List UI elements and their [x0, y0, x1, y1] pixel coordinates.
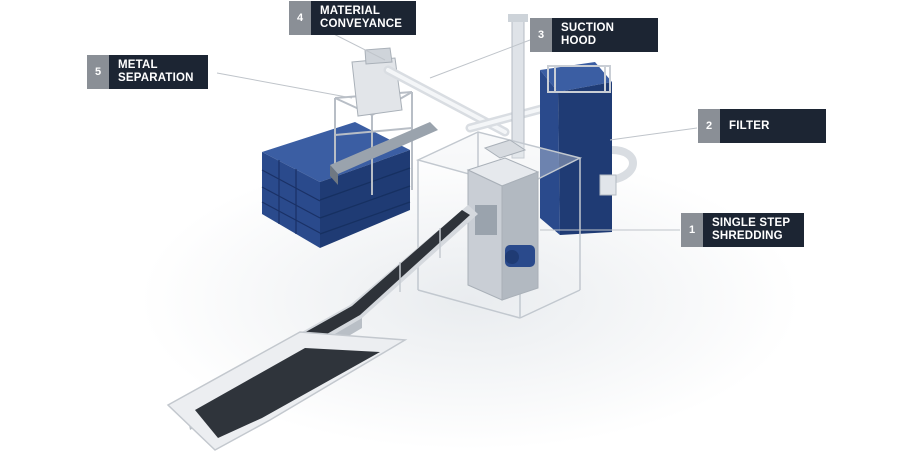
callout-label-line1: SINGLE STEP: [712, 217, 791, 229]
callout-label-line2: SEPARATION: [118, 72, 194, 84]
callout-metal-separation: 5 METAL SEPARATION: [87, 55, 208, 89]
callout-label: MATERIAL CONVEYANCE: [311, 1, 417, 35]
filter-unit: [540, 62, 637, 235]
callout-number: 5: [87, 55, 109, 89]
callout-label: FILTER: [720, 109, 826, 143]
leader-lines: [216, 21, 698, 231]
callout-suction-hood: 3 SUCTION HOOD: [530, 18, 659, 52]
callout-label-line1: MATERIAL: [320, 5, 381, 17]
callout-label-line2: CONVEYANCE: [320, 18, 403, 30]
callout-label-line2: SHREDDING: [712, 230, 783, 242]
callout-label-line1: METAL: [118, 59, 158, 71]
callout-single-step-shredding: 1 SINGLE STEP SHREDDING: [681, 213, 805, 247]
callout-label: SUCTION HOOD: [552, 18, 659, 52]
callout-label-line2: HOOD: [561, 35, 597, 47]
callout-label: SINGLE STEP SHREDDING: [703, 213, 805, 247]
callout-material-conveyance: 4 MATERIAL CONVEYANCE: [289, 1, 417, 35]
callout-number: 3: [530, 18, 552, 52]
callout-label: METAL SEPARATION: [109, 55, 208, 89]
callout-number: 2: [698, 109, 720, 143]
callout-label-line1: SUCTION: [561, 22, 615, 34]
suction-hood-stack: [508, 14, 528, 159]
callout-number: 4: [289, 1, 311, 35]
callout-filter: 2 FILTER: [698, 109, 826, 143]
callout-number: 1: [681, 213, 703, 247]
feed-pit: [166, 331, 408, 451]
shredder-machine: [466, 139, 540, 301]
callout-label-line1: FILTER: [729, 119, 770, 132]
